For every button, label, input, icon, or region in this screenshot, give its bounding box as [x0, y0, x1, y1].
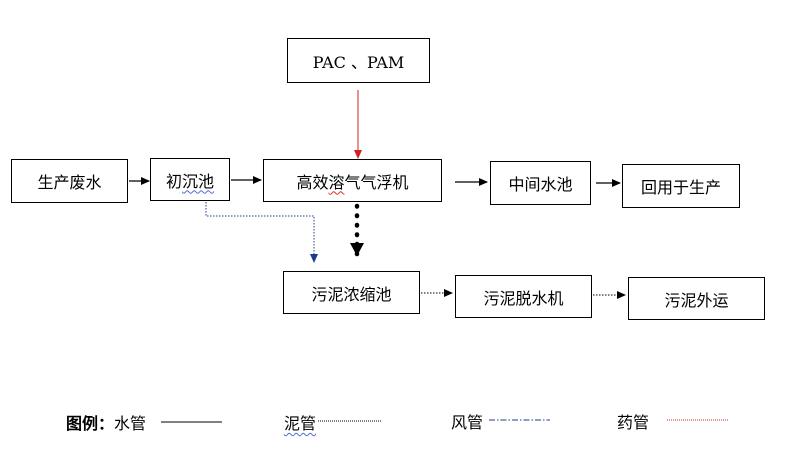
- legend-air-pipe-label: 风管: [451, 413, 484, 432]
- sludge-dewatering-machine-box: 污泥脱水机: [455, 275, 592, 318]
- sludge-dewatering-machine-label: 污泥脱水机: [483, 288, 564, 308]
- intermediate-water-tank-box: 中间水池: [490, 161, 591, 205]
- sludge-thickener-label: 污泥浓缩池: [311, 284, 392, 304]
- dissolved-air-flotation-box: 高效溶气气浮机: [263, 159, 442, 202]
- production-wastewater-box: 生产废水: [11, 159, 128, 203]
- production-wastewater-label: 生产废水: [37, 173, 102, 192]
- dissolved-air-flotation-label: 高效溶气气浮机: [296, 172, 409, 192]
- primary-sedimentation-tank-box: 初沉池: [150, 158, 230, 201]
- reuse-in-production-label: 回用于生产: [640, 178, 721, 197]
- sludge-thickener-box: 污泥浓缩池: [283, 271, 420, 314]
- legend: 图例：水管: [66, 410, 146, 434]
- blue-dotted-path-primary-to-thickener: [205, 202, 318, 263]
- pac-pam-box: PAC 、PAM: [287, 38, 430, 83]
- primary-sedimentation-tank-label: 初沉池: [165, 171, 215, 191]
- legend-title: 图例: [66, 414, 99, 433]
- legend-chemical-pipe-label: 药管: [617, 413, 650, 432]
- legend-colon: ：: [98, 414, 115, 433]
- legend-sludge-pipe-label: 泥管: [284, 414, 317, 433]
- pac-pam-label: PAC 、PAM: [312, 52, 405, 72]
- sludge-disposal-box: 污泥外运: [628, 277, 765, 320]
- reuse-in-production-box: 回用于生产: [622, 164, 740, 208]
- intermediate-water-tank-label: 中间水池: [508, 175, 573, 194]
- legend-water-pipe-label: 水管: [114, 414, 147, 433]
- sludge-disposal-label: 污泥外运: [664, 290, 729, 310]
